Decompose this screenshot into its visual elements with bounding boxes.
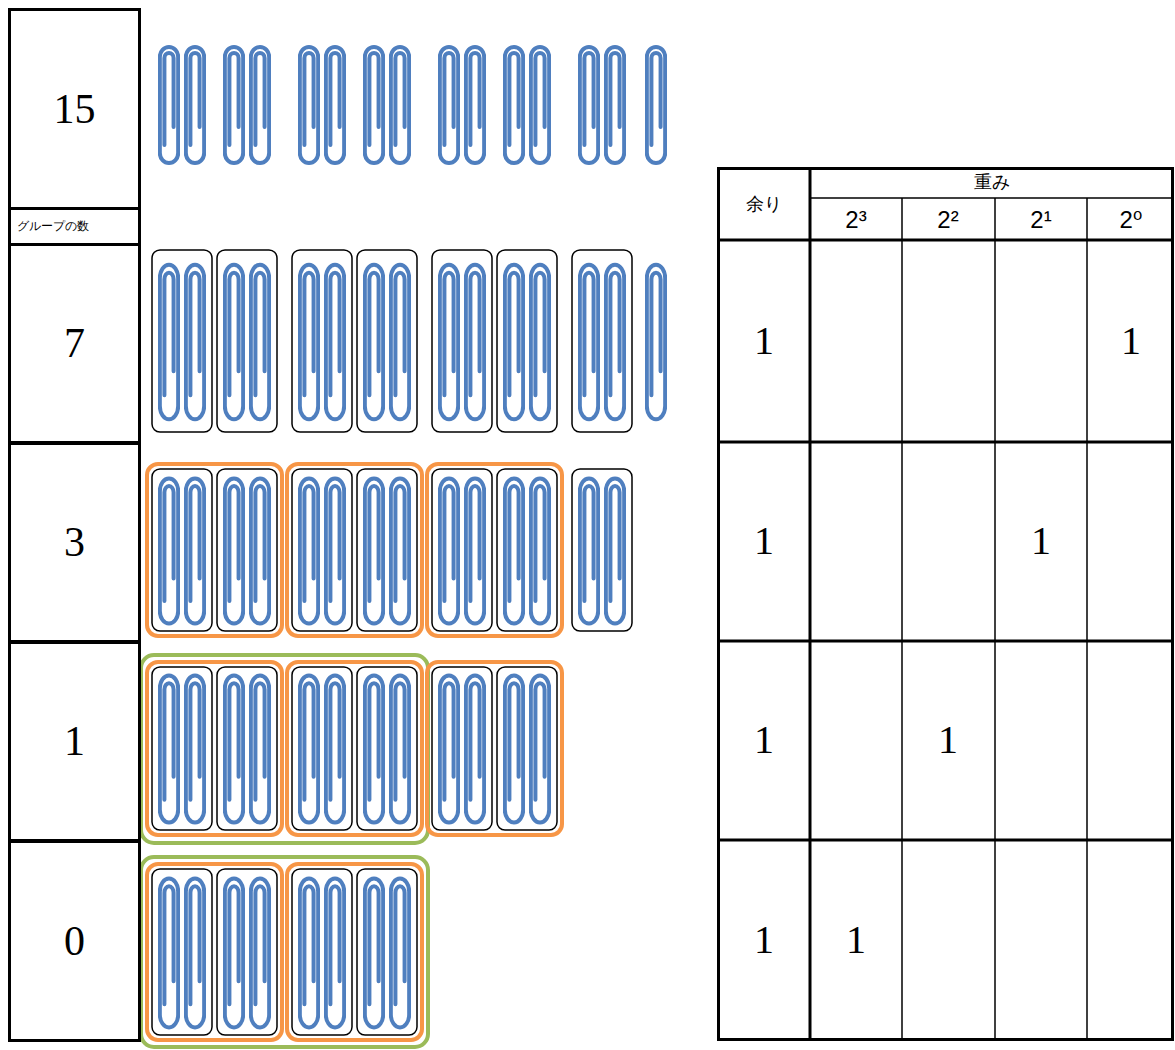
weight-header: 2² [937,207,958,233]
count-number: 0 [64,918,85,964]
count-number: 3 [64,519,85,565]
count-cell: 3 [8,442,141,643]
clip-row [152,250,665,432]
clip-row [141,655,562,843]
table-header: 余り [746,195,782,215]
table-cell: 1 [1121,319,1141,363]
table-cell: 1 [938,718,958,762]
count-cell: 15 [8,8,141,210]
count-cell: 1 [8,641,141,842]
weight-header: 2³ [845,207,866,233]
table-grid [718,168,1173,1040]
weight-header: 2⁰ [1120,207,1143,233]
column-caption: グループの数 [17,220,89,233]
table-cell: 1 [754,918,774,962]
table-cell: 1 [754,519,774,563]
clip-row [147,464,632,636]
weight-header: 2¹ [1030,207,1051,233]
table-cell: 1 [846,918,866,962]
table-header: 重み [974,173,1010,193]
table-cell: 1 [754,319,774,363]
table-cell: 1 [1031,519,1051,563]
count-number: 1 [64,718,85,764]
count-cell: 7 [8,243,141,444]
table-cell: 1 [754,718,774,762]
count-number: 15 [54,86,96,132]
count-cell: 0 [8,840,141,1042]
count-number: 7 [64,320,85,366]
caption-cell: グループの数 [8,208,141,245]
clip-row [141,857,428,1047]
clip-row [160,47,665,163]
